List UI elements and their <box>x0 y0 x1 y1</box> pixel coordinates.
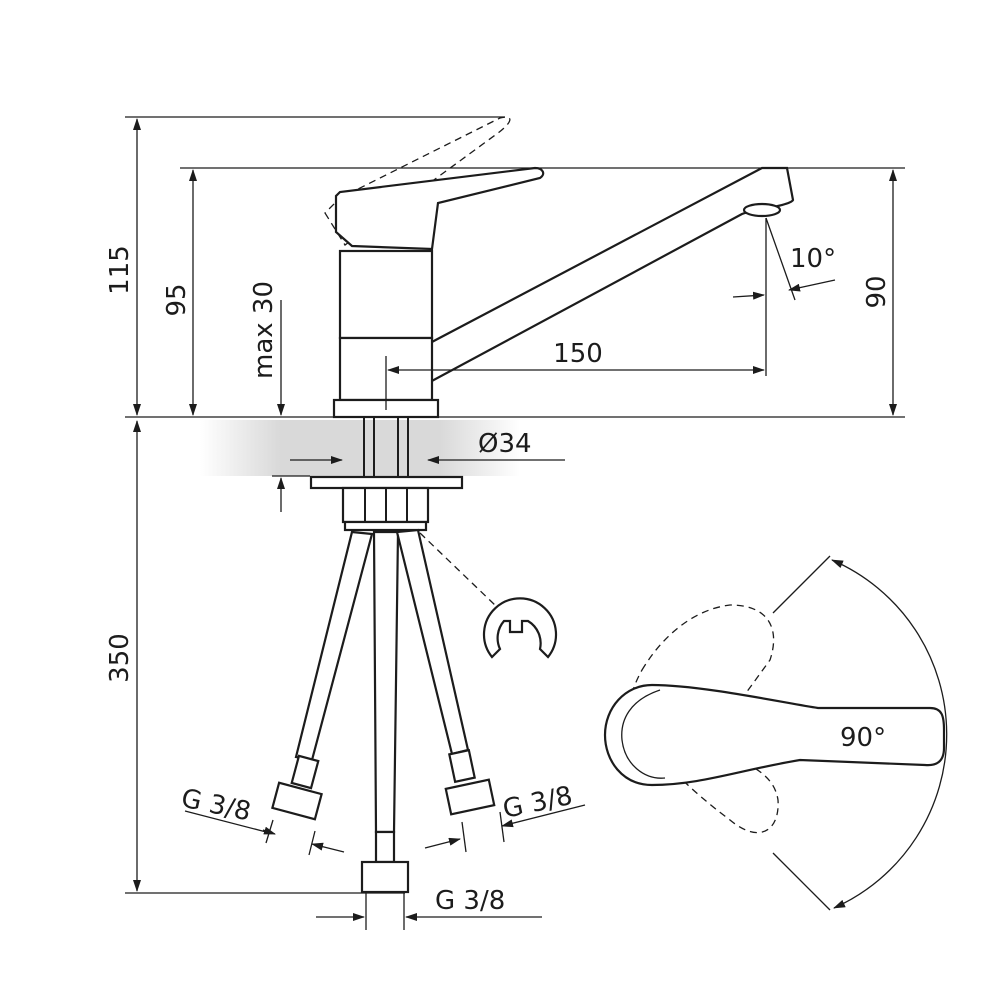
cartridge-housing <box>338 249 434 340</box>
label-rotation-90: 90° <box>840 723 886 753</box>
label-10-deg: 10° <box>790 244 836 274</box>
label-diameter-34: Ø34 <box>478 429 532 459</box>
lever-top-view <box>603 683 946 787</box>
dimension-150: 150 <box>385 339 765 410</box>
dimension-10-deg: 10° <box>732 217 836 376</box>
hose-right-nut <box>444 778 496 816</box>
label-350: 350 <box>105 633 135 683</box>
label-115: 115 <box>105 245 135 295</box>
dimension-95: 95 <box>162 169 197 416</box>
mounting-hardware <box>309 475 464 532</box>
label-thread-right: G 3/8 <box>500 781 575 825</box>
countertop <box>200 420 520 476</box>
spout <box>418 166 795 384</box>
dimension-90: 90 <box>862 169 897 416</box>
dimension-350: 350 <box>105 420 141 892</box>
extension-lines <box>125 116 905 894</box>
label-thread-left: G 3/8 <box>179 784 254 828</box>
hose-left-nut <box>271 781 323 821</box>
hose-center <box>360 530 410 894</box>
dimension-thread-center: G 3/8 <box>316 886 542 930</box>
top-view: 90° <box>603 555 948 911</box>
dimension-diameter-34: Ø34 <box>290 429 565 464</box>
dimension-115: 115 <box>105 118 141 416</box>
clip-detail <box>419 532 558 659</box>
label-thread-center: G 3/8 <box>435 886 505 916</box>
lever-raised-outline <box>324 116 511 246</box>
label-150: 150 <box>553 339 603 369</box>
retaining-clip-icon <box>482 597 558 659</box>
dimension-max-30: max 30 <box>249 281 310 512</box>
lever-handle <box>334 166 545 251</box>
hose-left <box>271 530 374 821</box>
hose-center-nut <box>360 860 410 894</box>
label-90: 90 <box>862 275 892 308</box>
faucet-body <box>332 166 795 419</box>
label-max-30: max 30 <box>249 281 279 379</box>
hose-right <box>395 528 496 816</box>
aerator <box>742 202 782 218</box>
mounting-washer <box>343 520 428 532</box>
shanks <box>363 417 409 478</box>
label-95: 95 <box>162 283 192 316</box>
mounting-plate <box>309 475 464 490</box>
